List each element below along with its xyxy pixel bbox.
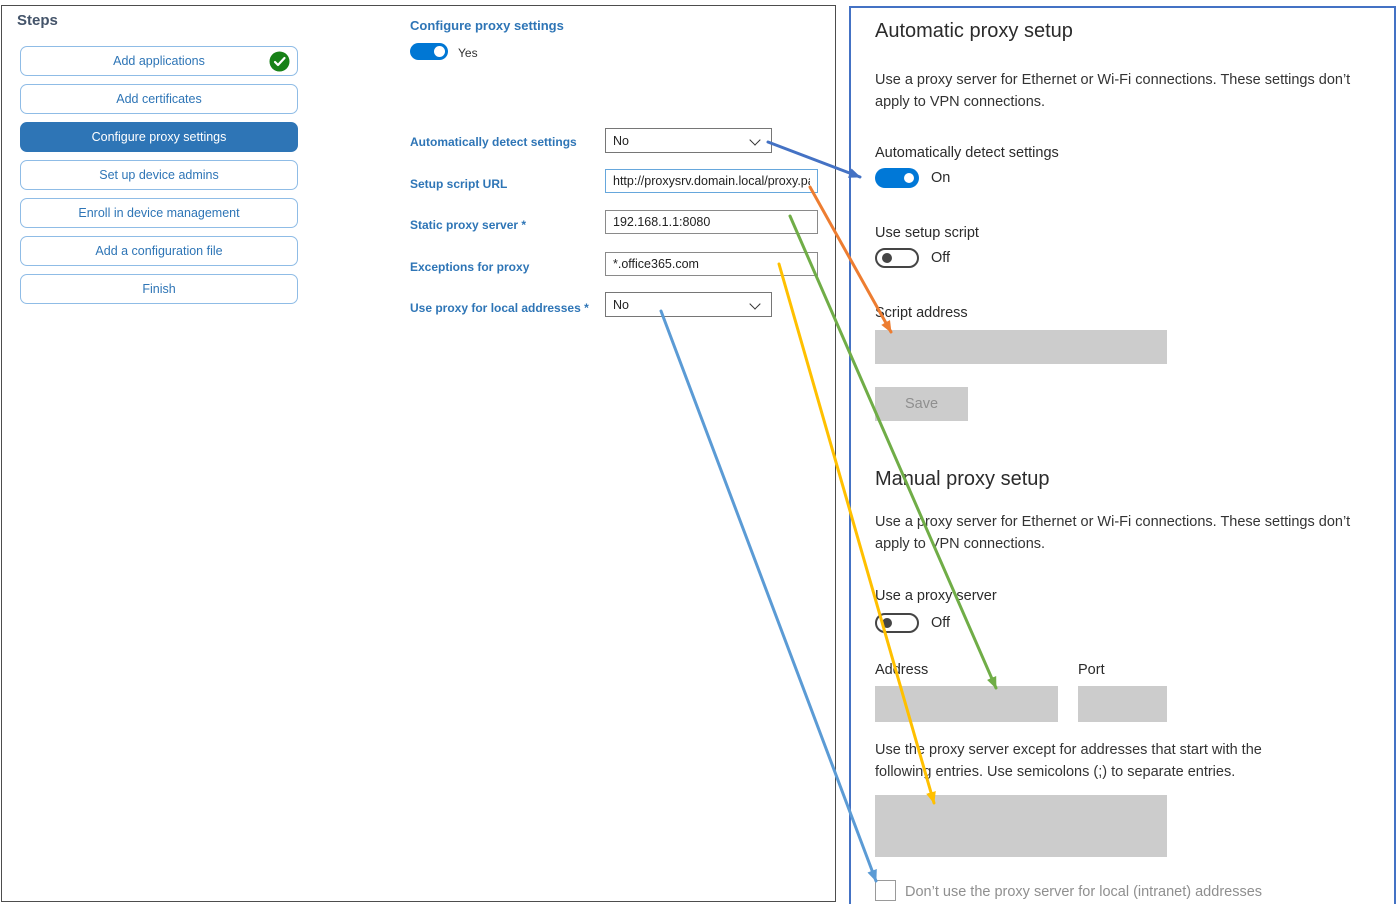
detect-settings-toggle[interactable]: [875, 168, 919, 188]
sidebar-item-add-applications[interactable]: Add applications: [20, 46, 298, 76]
toggle-knob: [882, 253, 892, 263]
exceptions-for-proxy-input[interactable]: [605, 252, 818, 276]
field-label-auto-detect: Automatically detect settings: [410, 135, 577, 149]
script-address-input[interactable]: [875, 330, 1167, 364]
manual-proxy-description: Use a proxy server for Ethernet or Wi-Fi…: [875, 514, 1351, 552]
proxy-exceptions-textarea[interactable]: [875, 795, 1167, 857]
use-setup-script-toggle[interactable]: [875, 248, 919, 268]
configure-proxy-toggle-state: Yes: [458, 46, 478, 60]
exceptions-description: Use the proxy server except for addresse…: [875, 742, 1262, 780]
selected-value: No: [613, 133, 629, 148]
sidebar-item-finish[interactable]: Finish: [20, 274, 298, 304]
chevron-down-icon: [749, 134, 761, 146]
proxy-port-input[interactable]: [1078, 686, 1167, 722]
address-label: Address: [875, 662, 929, 678]
step-label: Add certificates: [116, 92, 202, 106]
steps-heading: Steps: [17, 12, 58, 29]
sidebar-item-add-certificates[interactable]: Add certificates: [20, 84, 298, 114]
local-intranet-checkbox-label: Don’t use the proxy server for local (in…: [905, 884, 1263, 900]
automatic-proxy-description: Use a proxy server for Ethernet or Wi-Fi…: [875, 72, 1351, 110]
chevron-down-icon: [749, 298, 761, 310]
proxy-address-input[interactable]: [875, 686, 1058, 722]
page-title: Configure proxy settings: [410, 18, 564, 33]
toggle-knob: [434, 46, 445, 57]
manual-proxy-setup-heading: Manual proxy setup: [875, 468, 1050, 490]
static-proxy-server-input[interactable]: [605, 210, 818, 234]
selected-value: No: [613, 297, 629, 312]
automatic-proxy-setup-heading: Automatic proxy setup: [875, 20, 1073, 42]
save-button[interactable]: Save: [875, 387, 968, 421]
detect-settings-label: Automatically detect settings: [875, 145, 1059, 161]
field-label-exceptions: Exceptions for proxy: [410, 260, 530, 274]
port-label: Port: [1078, 662, 1105, 678]
use-proxy-server-label: Use a proxy server: [875, 588, 997, 604]
step-label: Finish: [142, 282, 176, 296]
setup-script-url-input[interactable]: [605, 169, 818, 193]
toggle-knob: [882, 618, 892, 628]
local-intranet-checkbox[interactable]: [875, 880, 896, 901]
use-setup-script-label: Use setup script: [875, 225, 979, 241]
step-label: Add a configuration file: [95, 244, 223, 258]
local-addresses-select[interactable]: No: [605, 292, 772, 317]
configure-proxy-toggle[interactable]: [410, 43, 448, 60]
use-proxy-server-toggle[interactable]: [875, 613, 919, 633]
sidebar-item-enroll-in-device-management[interactable]: Enroll in device management: [20, 198, 298, 228]
toggle-knob: [904, 173, 914, 183]
sidebar-item-configure-proxy-settings[interactable]: Configure proxy settings: [20, 122, 298, 152]
script-address-label: Script address: [875, 305, 968, 321]
use-setup-script-state: Off: [931, 250, 951, 266]
field-label-setup-script-url: Setup script URL: [410, 177, 508, 191]
step-label: Configure proxy settings: [91, 130, 227, 144]
sidebar-item-set-up-device-admins[interactable]: Set up device admins: [20, 160, 298, 190]
step-label: Enroll in device management: [78, 206, 240, 220]
use-proxy-server-state: Off: [931, 615, 951, 631]
auto-detect-select[interactable]: No: [605, 128, 772, 153]
completed-check-icon: [269, 51, 290, 72]
wcd-app-window: Steps Add applications Add certificates …: [1, 5, 836, 902]
step-label: Add applications: [113, 54, 205, 68]
windows-proxy-settings-panel: Automatic proxy setup Use a proxy server…: [849, 6, 1396, 904]
field-label-static-proxy-server: Static proxy server *: [410, 218, 527, 232]
detect-settings-state: On: [931, 170, 951, 186]
field-label-local-addresses: Use proxy for local addresses *: [410, 301, 589, 315]
step-label: Set up device admins: [99, 168, 219, 182]
sidebar-item-add-a-configuration-file[interactable]: Add a configuration file: [20, 236, 298, 266]
